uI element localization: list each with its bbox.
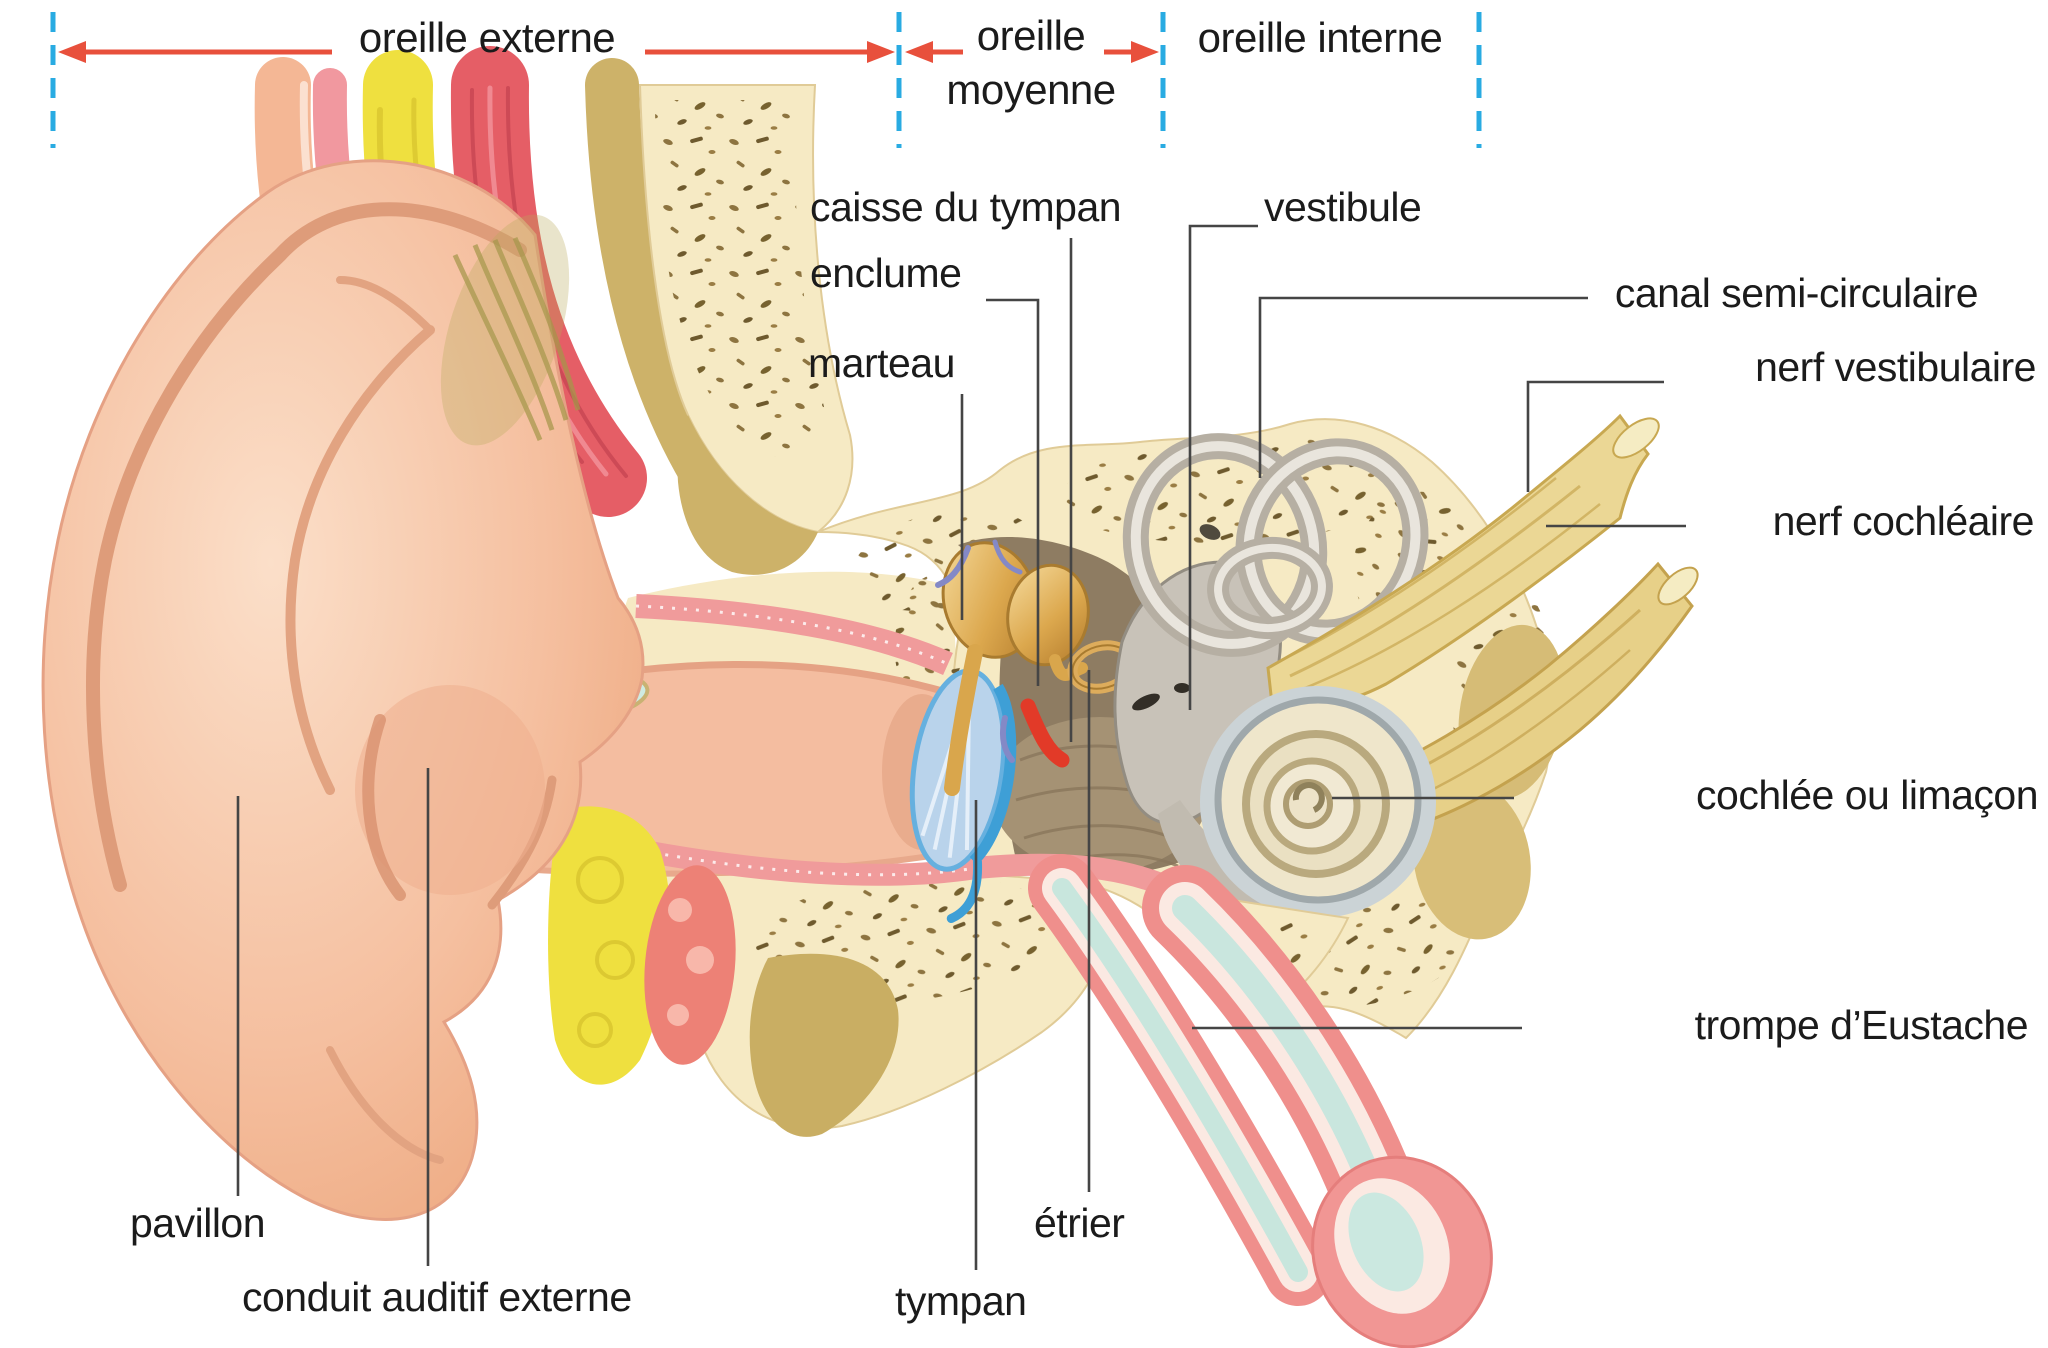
leader-enclume	[986, 298, 1040, 686]
vestibular-nerve	[1266, 413, 1650, 709]
pinna	[41, 159, 645, 1221]
section-arrow-head-2	[905, 41, 933, 63]
incus-body	[1006, 563, 1090, 667]
leader-nerf-vestibulaire	[1526, 380, 1664, 492]
leader-vestibule	[1188, 224, 1258, 710]
section-arrow-head-0	[58, 41, 86, 63]
section-arrow-head-1	[867, 41, 895, 63]
leader-canal-semi-circulaire	[1258, 296, 1588, 478]
ossicles	[935, 539, 1139, 796]
eustachian-tube	[1028, 854, 1493, 1348]
stapedius-muscle	[1020, 698, 1070, 768]
hair-texture	[440, 214, 581, 446]
malleus-handle	[944, 644, 983, 796]
section-arrow-head-3	[1131, 41, 1159, 63]
incus-process	[1049, 654, 1088, 681]
round-window	[1132, 693, 1160, 711]
oval-window	[1174, 683, 1190, 693]
annotation-overlay	[50, 12, 1686, 1270]
ligaments	[935, 539, 1023, 763]
cochlea	[1200, 686, 1436, 918]
